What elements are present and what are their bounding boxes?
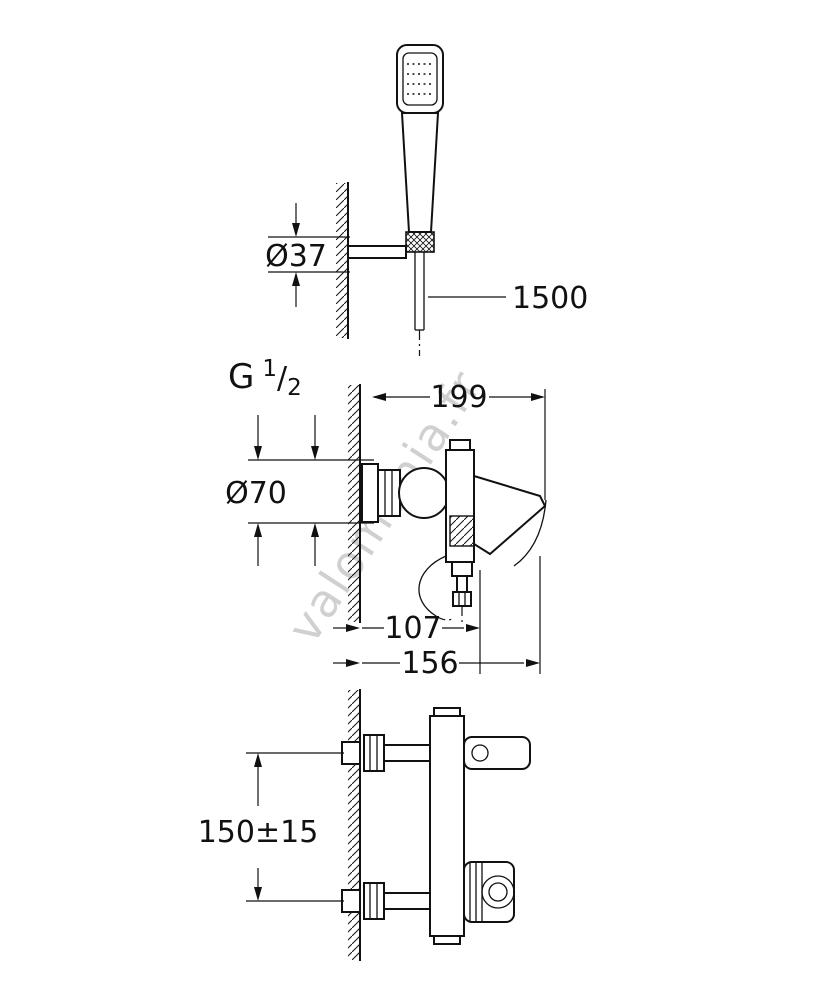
dim-spout-projection: 107 bbox=[333, 570, 481, 674]
wall-hatch-middle bbox=[348, 385, 360, 622]
arrowhead bbox=[346, 659, 360, 667]
shower-holder-bracket bbox=[347, 245, 407, 259]
hand-shower-view bbox=[336, 44, 444, 356]
dim-hose-length: 1500 bbox=[428, 281, 588, 316]
arrowhead bbox=[254, 523, 262, 537]
arrowhead bbox=[311, 523, 319, 537]
dim-width-overall-label: 199 bbox=[430, 380, 487, 415]
lever-swing-arc bbox=[513, 499, 547, 567]
arrowhead bbox=[466, 624, 480, 632]
mixer-body-front bbox=[429, 715, 465, 937]
dim-overall-projection-label: 156 bbox=[401, 646, 458, 681]
dim-holder-diameter-label: Ø37 bbox=[265, 239, 327, 274]
supply-pipe-bottom bbox=[383, 892, 431, 910]
mixer-side-view bbox=[348, 384, 547, 624]
hose-nut bbox=[405, 231, 435, 253]
knob-ring bbox=[481, 875, 515, 909]
union-nut bbox=[377, 469, 401, 517]
body-cap-top bbox=[433, 707, 461, 717]
arrowhead bbox=[531, 393, 545, 401]
shower-head-face bbox=[402, 52, 438, 106]
dim-connection-spacing: 150±15 bbox=[198, 752, 344, 902]
dim-holder-diameter: Ø37 bbox=[265, 203, 350, 307]
lever-handle bbox=[473, 474, 547, 556]
hose-loop bbox=[418, 555, 447, 617]
dim-overall-projection: 156 bbox=[333, 556, 541, 681]
shower-handle bbox=[400, 112, 440, 233]
diverter bbox=[451, 561, 473, 577]
dim-spout-projection-label: 107 bbox=[384, 611, 441, 646]
diverter-knob bbox=[452, 591, 472, 607]
wall-hatch-bottom bbox=[348, 690, 360, 960]
arrowhead bbox=[372, 393, 386, 401]
arrowhead bbox=[254, 887, 262, 901]
arrowhead bbox=[254, 446, 262, 460]
supply-pipe-top bbox=[383, 744, 431, 762]
union-nut-top bbox=[363, 734, 385, 772]
wall-hatch-top bbox=[336, 183, 348, 338]
supply-fitting-bottom bbox=[341, 889, 361, 913]
check-valve-hatch bbox=[449, 515, 475, 547]
dim-connection-spacing-label: 150±15 bbox=[198, 815, 319, 850]
arrowhead bbox=[346, 624, 360, 632]
arrowhead bbox=[526, 659, 540, 667]
arrowhead bbox=[292, 223, 300, 237]
supply-fitting-top bbox=[341, 741, 361, 765]
mixer-front-view bbox=[341, 689, 531, 961]
dim-body-diameter: Ø70 bbox=[225, 415, 374, 566]
union-nut-bottom bbox=[363, 882, 385, 920]
arrowhead bbox=[311, 446, 319, 460]
escutcheon bbox=[361, 463, 379, 523]
spout-hole bbox=[471, 744, 489, 762]
ball-joint bbox=[398, 467, 450, 519]
dim-width-overall: 199 bbox=[372, 380, 546, 500]
body-cap-bottom bbox=[433, 935, 461, 945]
arrowhead bbox=[292, 272, 300, 286]
dim-hose-length-label: 1500 bbox=[512, 281, 588, 316]
spout-arm bbox=[463, 736, 531, 770]
dim-body-diameter-label: Ø70 bbox=[225, 476, 287, 511]
